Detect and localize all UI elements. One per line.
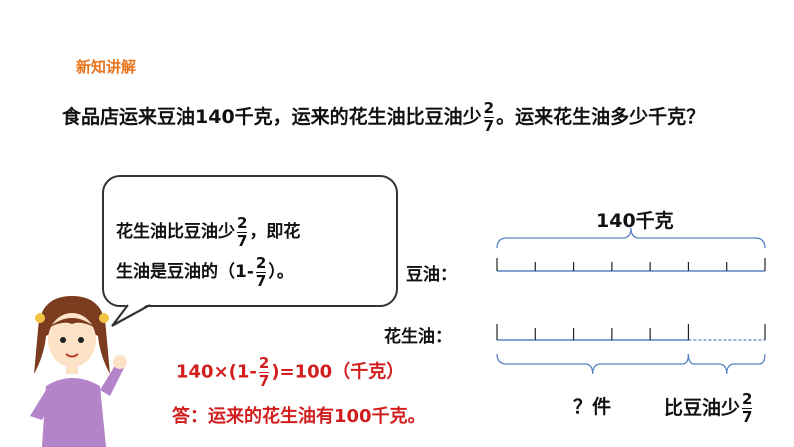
fraction-numerator: 2 [483, 99, 495, 117]
unknown-brace [496, 353, 690, 375]
fraction-numerator: 2 [255, 253, 267, 272]
speech-bubble [102, 175, 398, 307]
fraction-denominator: 7 [237, 231, 248, 250]
bubble-line1-before: 花生油比豆油少 [116, 222, 235, 242]
calc-after: )=100（千克） [271, 361, 405, 383]
calc-before: 140×(1- [176, 361, 257, 383]
speech-bubble-tail-cover [112, 303, 151, 326]
fraction-numerator: 2 [258, 354, 270, 372]
less-text: 比豆油少 [664, 397, 741, 419]
total-brace [496, 227, 766, 249]
total-label: 140千克 [596, 210, 674, 232]
section-label: 新知讲解 [76, 58, 137, 76]
problem-text-before: 食品店运来豆油140千克，运来的花生油比豆油少 [62, 106, 482, 128]
fraction-numerator: 2 [742, 390, 753, 408]
unknown-quantity-label: ？件 [573, 396, 612, 418]
fraction-denominator: 7 [255, 271, 267, 290]
bubble-line2-after: ）。 [268, 262, 294, 282]
difference-brace [687, 353, 766, 375]
girl-illustration [30, 296, 127, 447]
peanut-oil-label: 花生油： [384, 327, 452, 347]
fraction-denominator: 7 [258, 372, 270, 390]
problem-text-after: 。运来花生油多少千克？ [496, 106, 706, 128]
soybean-oil-label: 豆油： [406, 265, 457, 285]
bubble-line1-after: ，即花 [249, 222, 301, 242]
fraction-denominator: 7 [483, 117, 495, 135]
answer: 答：运来的花生油有100千克。 [172, 406, 426, 427]
fraction-numerator: 2 [237, 213, 248, 232]
bubble-line2-before: 生油是豆油的（1- [116, 262, 254, 282]
fraction-denominator: 7 [742, 408, 753, 426]
